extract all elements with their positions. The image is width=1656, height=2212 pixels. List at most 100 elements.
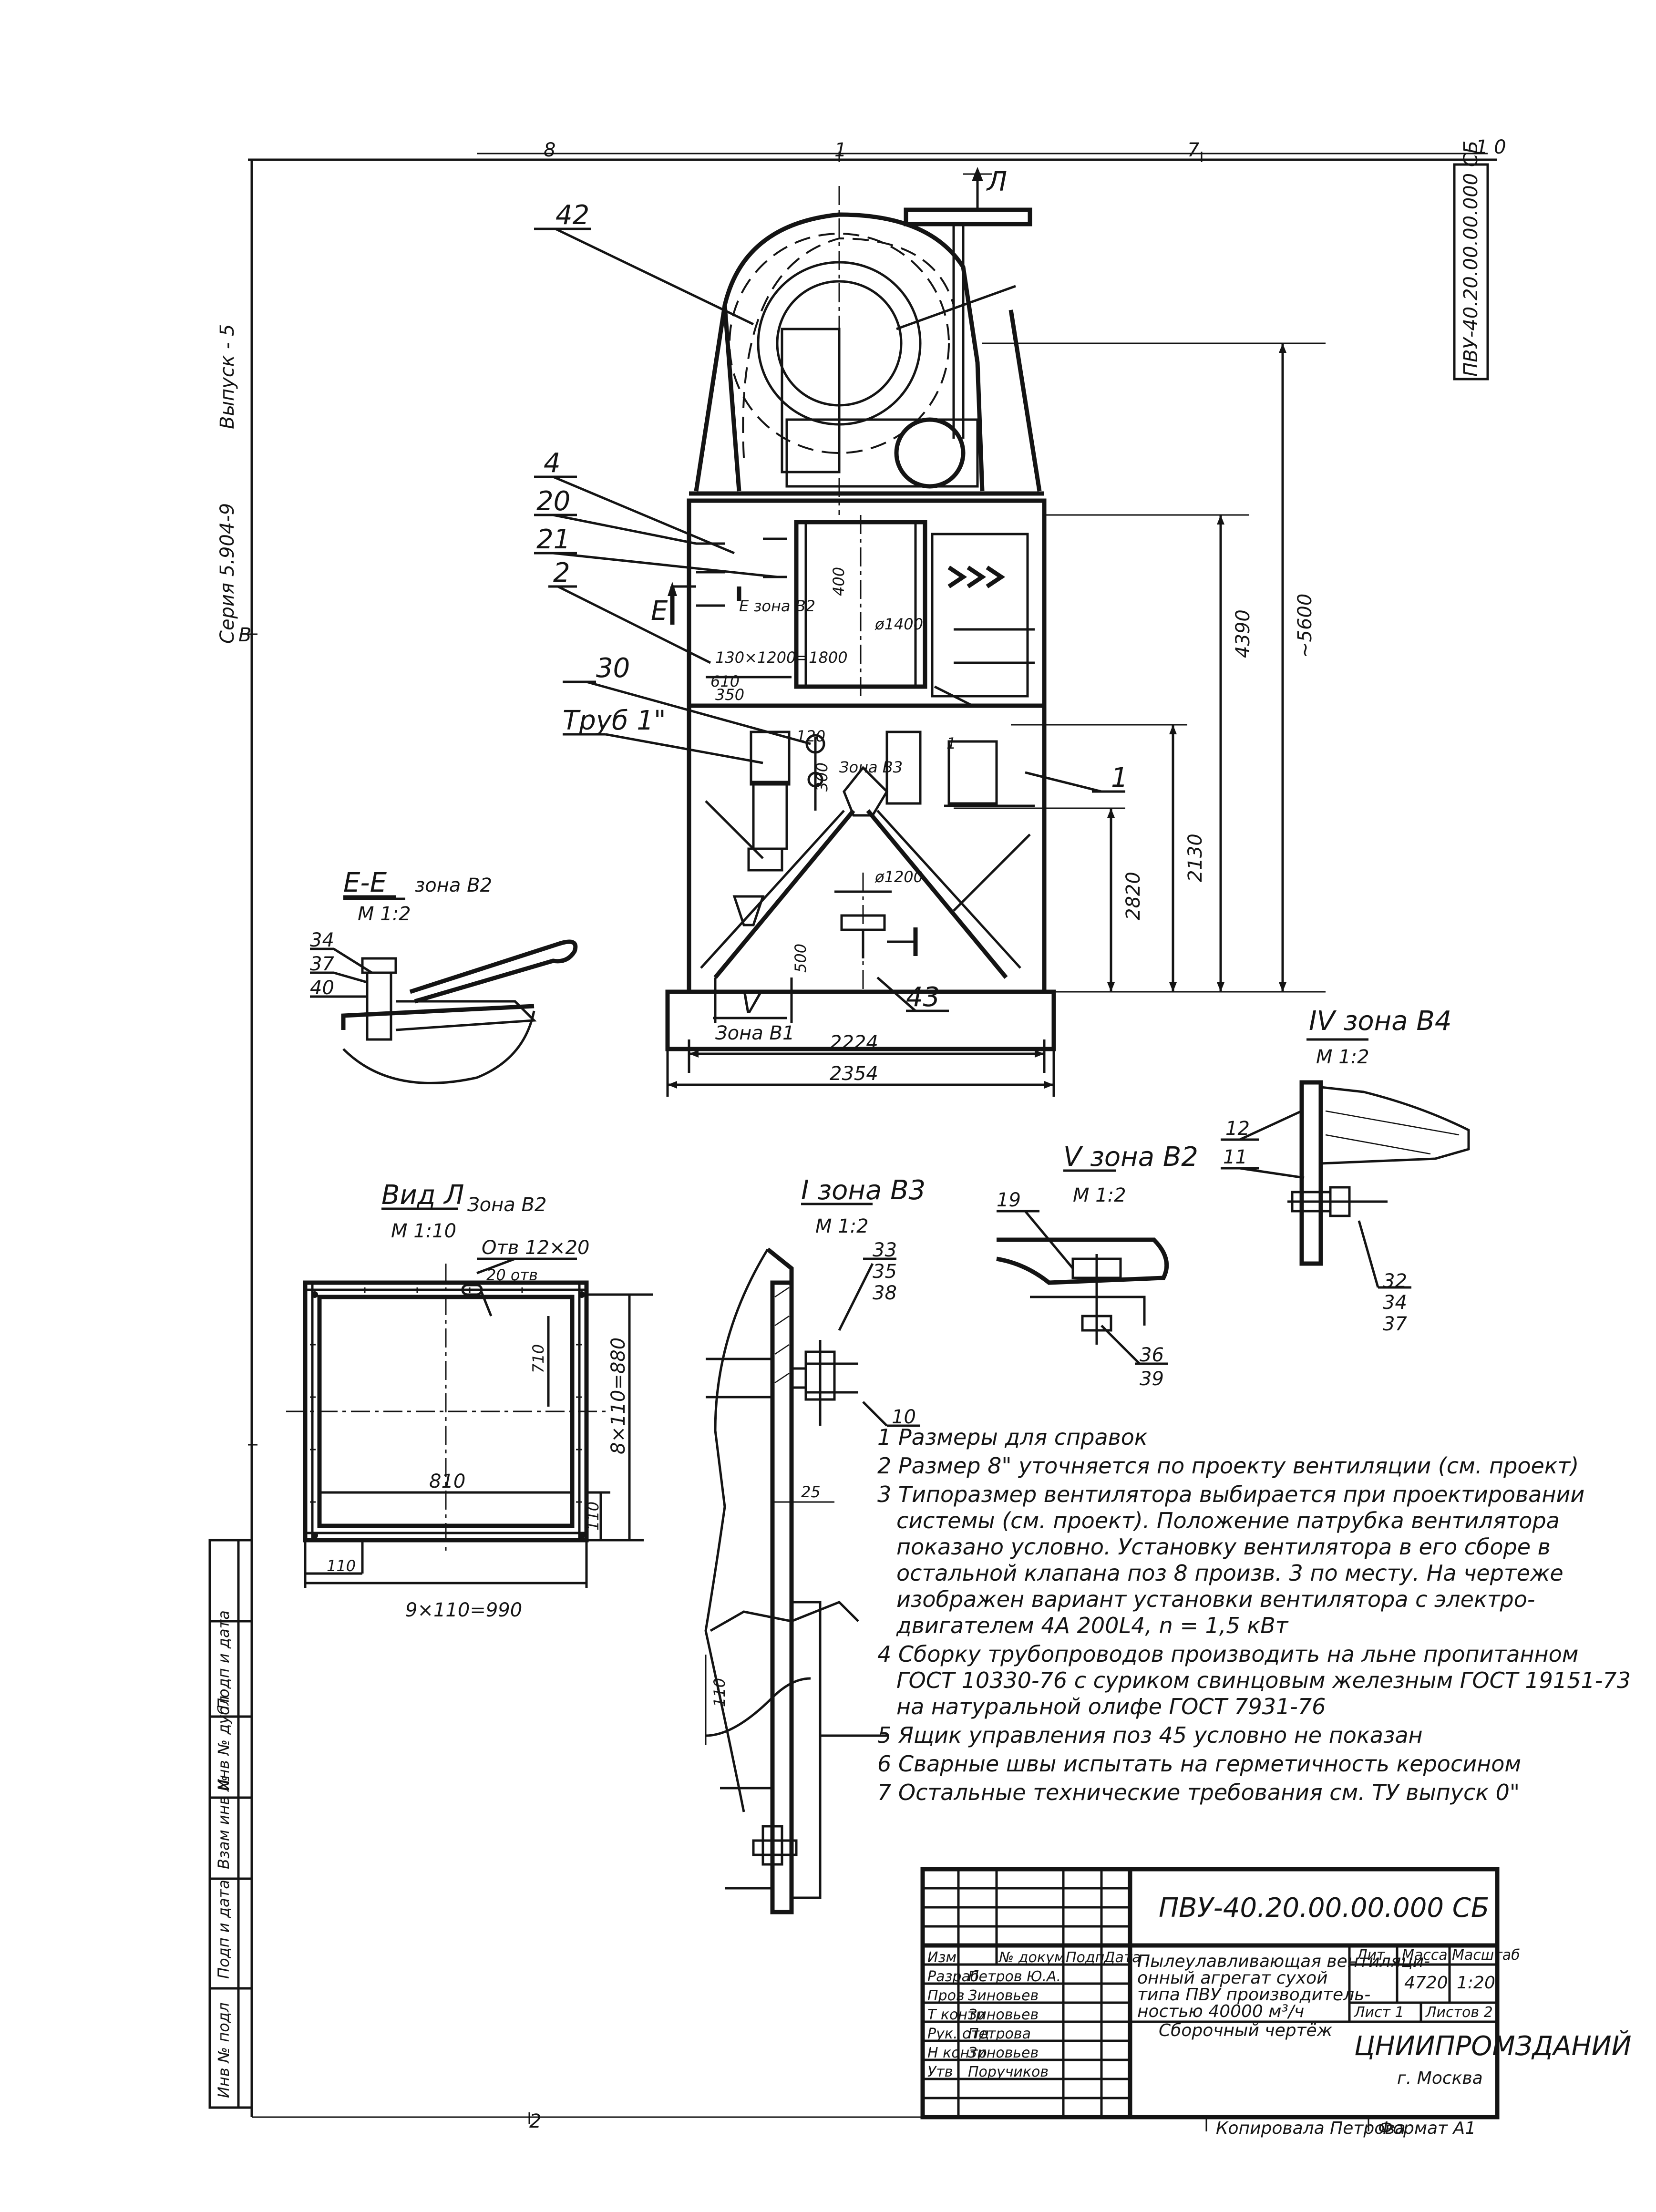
rotated-drawing-code: ПВУ-40.20.00.00.000 СБ bbox=[1460, 141, 1482, 377]
note-3f: двигателем 4А 200L4, n = 1,5 кВт bbox=[896, 1613, 1289, 1638]
note-3b: системы (см. проект). Положение патрубка… bbox=[896, 1508, 1560, 1533]
stamp-inv-podl: Инв № подл bbox=[215, 2003, 233, 2098]
title-name-1: Пылеулавливающая вентиляци- bbox=[1137, 1952, 1430, 1971]
i-item-35: 35 bbox=[873, 1261, 897, 1283]
upper-housing bbox=[668, 491, 1047, 708]
i-item-10: 10 bbox=[892, 1406, 916, 1428]
note-3c: показано условно. Установку вентилятора … bbox=[896, 1534, 1551, 1560]
lower-housing bbox=[687, 703, 1047, 994]
title-name-2: онный агрегат сухой bbox=[1137, 1968, 1328, 1988]
tb-lit-header: Лит bbox=[1356, 1947, 1386, 1964]
sheet-mark-corner: 1 0 bbox=[1476, 136, 1506, 158]
base-frame bbox=[665, 977, 1056, 1097]
v-item-19: 19 bbox=[997, 1189, 1021, 1211]
dim-h-base: 500 bbox=[792, 944, 810, 973]
stamp-inv-dubl: Инв № дубл bbox=[215, 1696, 233, 1790]
section-e-zone: Е зона В2 bbox=[739, 597, 815, 615]
series-label: Серия 5.904-9 bbox=[216, 503, 238, 644]
view-a-zone: Зона В2 bbox=[467, 1194, 546, 1216]
dim-gap-2: 350 bbox=[715, 686, 744, 704]
tb-footer-format: Формат А1 bbox=[1378, 2119, 1476, 2138]
view-a-dim-810: 810 bbox=[429, 1471, 465, 1492]
sheet-mark-7: 7 bbox=[1187, 139, 1200, 161]
tb-sign-0: Подп bbox=[1066, 1949, 1104, 1966]
detail-v-marker: V bbox=[741, 989, 761, 1020]
detail-i bbox=[704, 1203, 920, 1914]
dim-small-2: 300 bbox=[813, 762, 831, 792]
tb-role-0: Изм bbox=[927, 1949, 957, 1966]
tb-mass-header: Масса bbox=[1402, 1947, 1448, 1964]
sheet-mark-8: 8 bbox=[544, 139, 555, 161]
detail-i-scale: М 1:2 bbox=[815, 1215, 869, 1237]
view-a-title: Вид Л bbox=[381, 1180, 464, 1211]
dim-w-outer: 2354 bbox=[830, 1063, 878, 1085]
detail-v-zone: Зона В1 bbox=[715, 1022, 794, 1044]
side-stamp-table bbox=[208, 1539, 253, 2109]
rotated-code-box: ПВУ-40.20.00.00.000 СБ bbox=[1453, 141, 1489, 381]
i-item-38: 38 bbox=[873, 1282, 897, 1304]
tb-name-6: Поручиков bbox=[968, 2064, 1049, 2080]
section-ee-detail bbox=[310, 895, 578, 1084]
dim-h-3: 2130 bbox=[1184, 833, 1206, 882]
tb-scale-value: 1:20 bbox=[1457, 1973, 1495, 1993]
ee-item-34: 34 bbox=[310, 929, 334, 951]
view-a-dim-right: 8×110=880 bbox=[607, 1337, 629, 1454]
sheet-mark-1: 1 bbox=[834, 139, 846, 161]
dim-diam-2: ø1200 bbox=[874, 868, 923, 886]
dim-ref-1: 1 bbox=[946, 734, 956, 752]
dim-w-inner: 2224 bbox=[830, 1032, 878, 1054]
title-name-3: типа ПВУ производитель- bbox=[1137, 1985, 1370, 2005]
note-1: 1 Размеры для справок bbox=[877, 1424, 1148, 1450]
stamp-podp-2: Подп и дата bbox=[215, 1610, 233, 1709]
stamp-vzam: Взам инв № bbox=[215, 1775, 233, 1869]
note-7: 7 Остальные технические требования см. Т… bbox=[877, 1780, 1520, 1805]
tb-sheet: Лист 1 bbox=[1354, 2004, 1404, 2021]
v-item-39: 39 bbox=[1140, 1368, 1164, 1390]
note-3: 3 Типоразмер вентилятора выбирается при … bbox=[877, 1482, 1584, 1507]
dim-small-1: 120 bbox=[796, 727, 825, 745]
tb-role-2: Пров bbox=[927, 1987, 965, 2004]
detail-iv-scale: М 1:2 bbox=[1316, 1046, 1369, 1068]
iv-item-34: 34 bbox=[1383, 1292, 1407, 1314]
view-a-dim-110: 110 bbox=[327, 1557, 356, 1575]
pos-1: 1 bbox=[1111, 762, 1128, 793]
tb-role-1: Разраб bbox=[927, 1968, 979, 1985]
fan-assembly bbox=[694, 167, 1042, 515]
technical-notes: 1 Размеры для справок 2 Размер 8" уточня… bbox=[877, 1424, 1631, 1805]
dim-diam-1: ø1400 bbox=[874, 615, 923, 633]
note-4: 4 Сборку трубопроводов производить на ль… bbox=[877, 1641, 1578, 1667]
tb-date-0: Дата bbox=[1103, 1949, 1141, 1966]
pos-42: 42 bbox=[555, 200, 589, 231]
dim-size-1: 130×1200=1800 bbox=[715, 648, 848, 667]
view-a-flange bbox=[286, 1207, 653, 1588]
view-a-dim-710: 710 bbox=[529, 1344, 547, 1373]
title-block bbox=[920, 1867, 1500, 2131]
section-e-marker: Е bbox=[651, 596, 668, 627]
tb-role-4: Рук. отд bbox=[927, 2026, 989, 2042]
issue-label: Выпуск - 5 bbox=[216, 324, 238, 429]
iv-item-37: 37 bbox=[1383, 1313, 1407, 1335]
tb-mass-value: 4720 bbox=[1404, 1973, 1448, 1993]
note-3d: остальной клапана поз 8 произв. 3 по мес… bbox=[896, 1560, 1563, 1586]
stamp-podp-1: Подп и дата bbox=[215, 1880, 233, 1979]
dim-h-2: ~5600 bbox=[1294, 594, 1316, 658]
detail-iv-title: IV зона В4 bbox=[1309, 1006, 1451, 1037]
tb-role-3: Т контр bbox=[927, 2006, 985, 2023]
tb-city: г. Москва bbox=[1397, 2068, 1483, 2088]
detail-v bbox=[996, 1169, 1169, 1365]
title-name-4: ностью 40000 м³/ч bbox=[1137, 2002, 1304, 2021]
view-arrow-label: Л bbox=[986, 166, 1007, 197]
pos-30: 30 bbox=[596, 653, 630, 684]
view-a-scale: М 1:10 bbox=[391, 1220, 456, 1242]
sheet-mark-2: 2 bbox=[529, 2110, 541, 2132]
pos-21: 21 bbox=[536, 524, 570, 555]
tb-name-5: Зиновьев bbox=[968, 2045, 1039, 2061]
iv-item-12: 12 bbox=[1225, 1118, 1250, 1140]
zone-letter: В bbox=[238, 624, 251, 646]
dim-gap-1: 610 bbox=[710, 672, 740, 690]
i-dim-25: 25 bbox=[801, 1483, 821, 1501]
note-6: 6 Сварные швы испытать на герметичность … bbox=[877, 1751, 1521, 1777]
v-item-36: 36 bbox=[1140, 1344, 1164, 1366]
note-5: 5 Ящик управления поз 45 условно не пока… bbox=[877, 1722, 1423, 1748]
pos-43: 43 bbox=[906, 982, 940, 1013]
